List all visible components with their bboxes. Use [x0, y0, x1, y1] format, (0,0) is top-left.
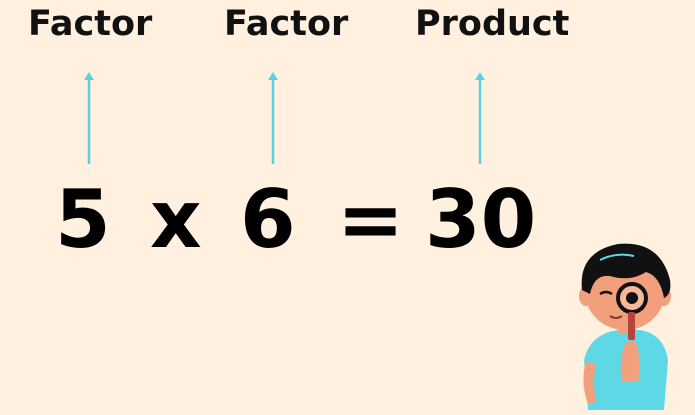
kid-with-magnifying-glass-icon [579, 243, 671, 410]
up-arrow-icon [84, 72, 94, 164]
equals-sign: = [337, 173, 405, 266]
multiply-sign: x [150, 173, 202, 266]
product-label: Product [415, 4, 570, 44]
factor-label-2: Factor [224, 4, 349, 44]
up-arrow-icon [475, 72, 485, 164]
factor-value-2: 6 [240, 173, 296, 266]
up-arrow-icon [268, 72, 278, 164]
factor-label-1: Factor [28, 4, 153, 44]
factor-value-1: 5 [55, 173, 111, 266]
product-value: 30 [425, 173, 537, 266]
